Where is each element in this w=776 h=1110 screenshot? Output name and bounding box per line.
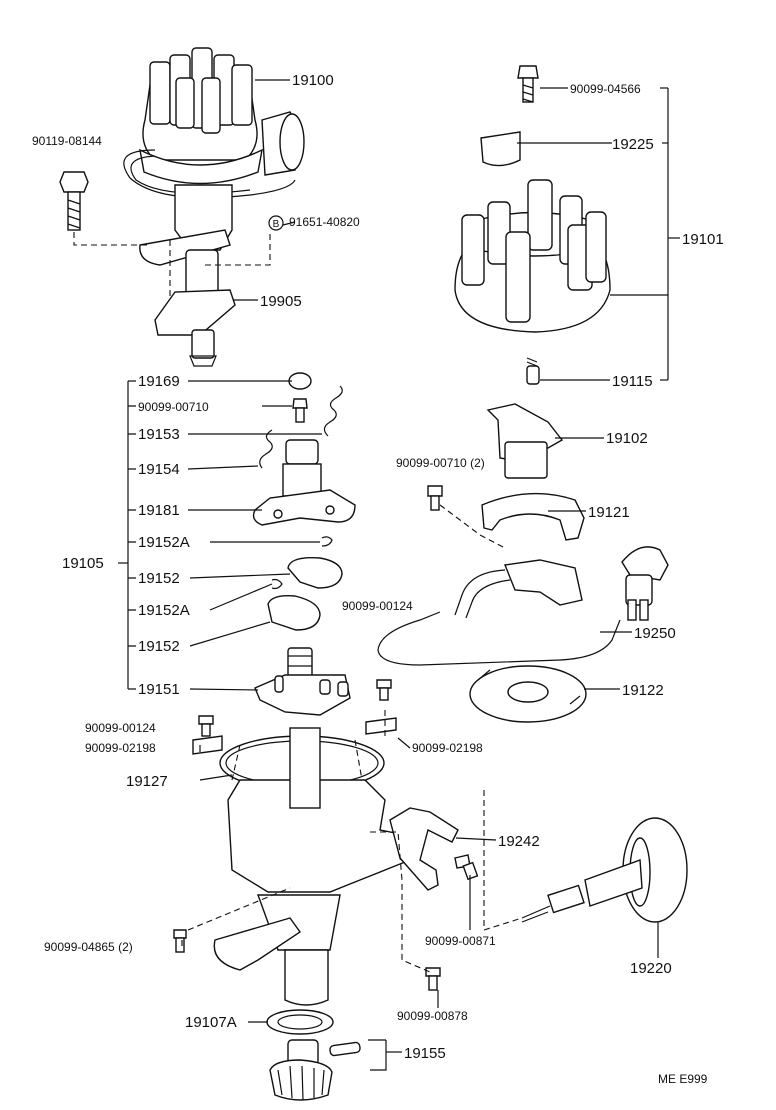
vacuum-advancer-drawing	[521, 817, 688, 923]
label-19121: 19121	[588, 504, 630, 521]
bolt-drawing	[59, 171, 89, 231]
label-19152-1: 19152	[138, 570, 180, 587]
label-19152a-1: 19152A	[138, 534, 190, 551]
label-19101: 19101	[682, 231, 724, 248]
label-19154: 19154	[138, 461, 180, 478]
label-19153: 19153	[138, 426, 180, 443]
distributor-assembly-drawing	[123, 47, 305, 367]
leader-lines	[118, 79, 680, 1071]
diagram-code: ME E999	[658, 1072, 708, 1086]
label-90119-08144: 90119-08144	[32, 134, 102, 148]
label-19225: 19225	[612, 136, 654, 153]
part-labels: 19100 90119-08144 91651-40820 19905 9009…	[32, 72, 724, 1086]
label-19151: 19151	[138, 681, 180, 698]
label-19100: 19100	[292, 72, 334, 89]
label-90099-00124-left: 90099-00124	[85, 721, 156, 735]
housing-drawing	[173, 679, 479, 1101]
label-90099-00871: 90099-00871	[425, 934, 496, 948]
label-19152a-2: 19152A	[138, 602, 190, 619]
label-19107a: 19107A	[185, 1014, 237, 1031]
label-90099-00710: 90099-00710	[138, 400, 209, 414]
label-19169: 19169	[138, 373, 180, 390]
label-90099-00710-2: 90099-00710 (2)	[396, 456, 485, 470]
label-19102: 19102	[606, 430, 648, 447]
label-19105: 19105	[62, 555, 104, 572]
governor-parts-drawing	[252, 372, 356, 716]
label-19115: 19115	[612, 373, 653, 390]
label-19905: 19905	[260, 293, 302, 310]
label-90099-00878: 90099-00878	[397, 1009, 468, 1023]
label-19155: 19155	[404, 1045, 446, 1062]
label-19127: 19127	[126, 773, 168, 790]
label-19152-2: 19152	[138, 638, 180, 655]
circle-b-marker: B	[273, 219, 280, 230]
label-90099-04566: 90099-04566	[570, 82, 641, 96]
label-91651-40820: 91651-40820	[289, 215, 360, 229]
label-90099-04865: 90099-04865 (2)	[44, 940, 133, 954]
label-19181: 19181	[138, 502, 180, 519]
label-90099-02198-right: 90099-02198	[412, 741, 483, 755]
label-19250: 19250	[634, 625, 676, 642]
label-19220: 19220	[630, 960, 672, 977]
label-19122: 19122	[622, 682, 664, 699]
label-90099-02198-left: 90099-02198	[85, 741, 156, 755]
label-19242: 19242	[498, 833, 540, 850]
label-90099-00124-right: 90099-00124	[342, 599, 413, 613]
distributor-cap-drawing	[454, 65, 611, 385]
rotor-pickup-drawing	[377, 403, 669, 723]
